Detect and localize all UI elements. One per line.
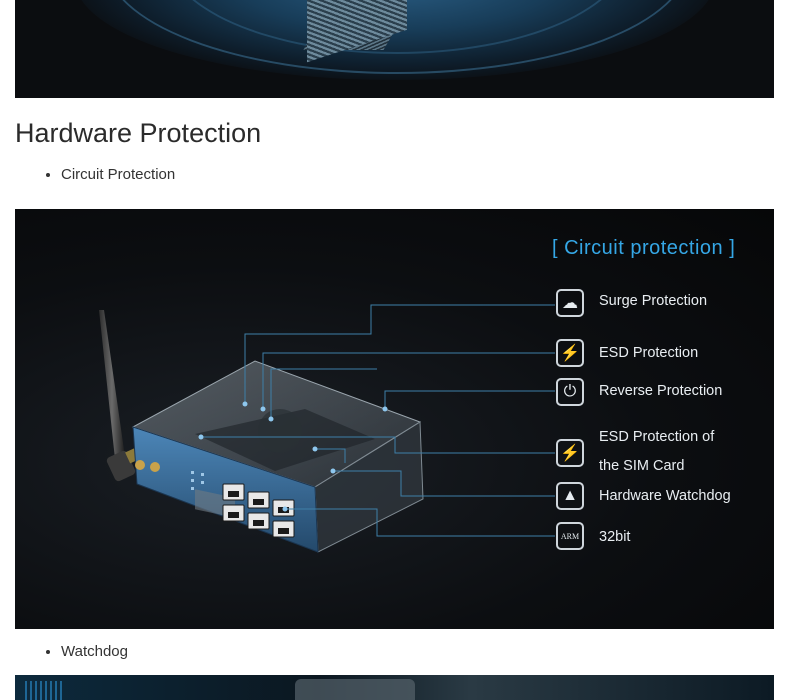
router-illustration: [99, 304, 555, 553]
callout-dots: [198, 401, 388, 512]
feature-label-reverse: Reverse Protection: [599, 383, 723, 399]
list-item: Circuit Protection: [61, 166, 175, 183]
feature-label-esd-sim-line1: ESD Protection of: [599, 429, 715, 445]
dog-icon: ▲: [556, 482, 584, 510]
protection-list: Circuit Protection: [0, 166, 175, 183]
feature-label-esd: ESD Protection: [599, 345, 699, 361]
top-banner-image: [15, 0, 774, 98]
feature-label-watchdog: Hardware Watchdog: [599, 488, 731, 504]
cloud-lightning-icon: ☁: [556, 289, 584, 317]
list-item: Watchdog: [61, 643, 128, 660]
lightning-icon: ⚡: [556, 439, 584, 467]
callout-lines: [201, 304, 555, 537]
feature-label-esd-sim-line2: the SIM Card: [599, 458, 685, 474]
section-title: Hardware Protection: [15, 118, 262, 148]
arm-chip-icon: ARM: [556, 522, 584, 550]
router-device: [131, 360, 424, 553]
lightning-icon: ⚡: [556, 339, 584, 367]
protection-list-continued: Watchdog: [0, 643, 128, 660]
circuit-protection-panel: [ Circuit protection ] ☁ Surge Protectio…: [15, 209, 774, 629]
bottom-banner-image: [15, 675, 774, 700]
plug-icon: ⏻: [556, 378, 584, 406]
feature-label-surge: Surge Protection: [599, 293, 708, 309]
feature-label-32bit: 32bit: [599, 529, 631, 545]
panel-heading: [ Circuit protection ]: [552, 237, 736, 259]
